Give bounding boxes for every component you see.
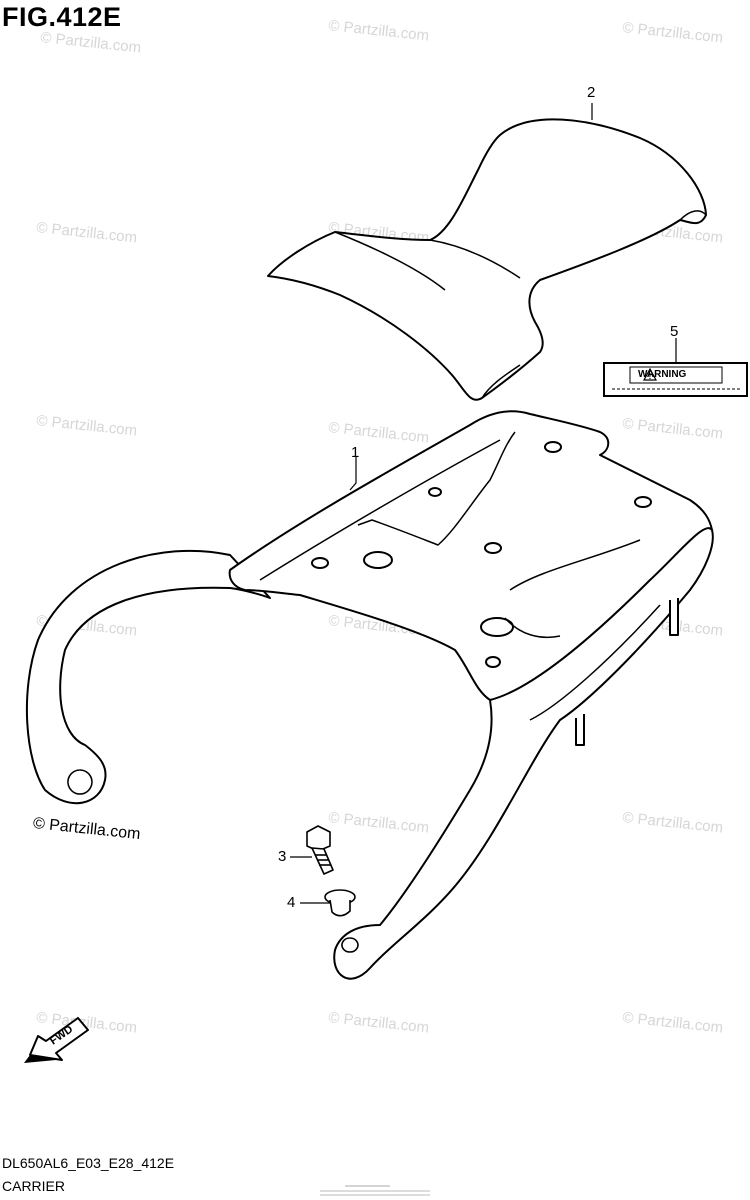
figure-code: DL650AL6_E03_E28_412E	[2, 1155, 175, 1171]
part-4-nut	[324, 889, 356, 917]
watermark: © Partzilla.com	[36, 1009, 138, 1036]
watermark: © Partzilla.com	[622, 1009, 724, 1036]
watermark: © Partzilla.com	[328, 1009, 430, 1036]
callout-1: 1	[351, 444, 360, 461]
watermark: © Partzilla.com	[622, 19, 724, 46]
watermark: © Partzilla.com	[328, 419, 430, 446]
watermark: © Partzilla.com	[622, 809, 724, 836]
leader-lines	[290, 103, 677, 904]
callout-3: 3	[278, 848, 287, 865]
watermark: © Partzilla.com	[36, 412, 138, 439]
callout-5: 5	[670, 323, 679, 340]
figure-name: CARRIER	[2, 1178, 66, 1194]
watermark: © Partzilla.com	[36, 219, 138, 246]
watermark: © Partzilla.com	[328, 809, 430, 836]
callout-2: 2	[587, 84, 596, 101]
part-2-cover	[267, 118, 707, 401]
fwd-arrow-icon: FWD	[24, 1017, 89, 1063]
svg-text:!: !	[649, 372, 652, 381]
part-5-warning-label: !	[603, 362, 748, 397]
watermark: © Partzilla.com	[622, 415, 724, 442]
part-1-carrier	[25, 410, 714, 980]
callout-4: 4	[287, 894, 296, 911]
part-3-bolt	[306, 825, 334, 875]
watermark: © Partzilla.com	[328, 17, 430, 44]
watermark: © Partzilla.com	[40, 29, 142, 56]
fine-print-block	[320, 1185, 430, 1196]
warning-label-text: WARNING	[638, 369, 687, 380]
figure-title: FIG.412E	[2, 2, 122, 32]
